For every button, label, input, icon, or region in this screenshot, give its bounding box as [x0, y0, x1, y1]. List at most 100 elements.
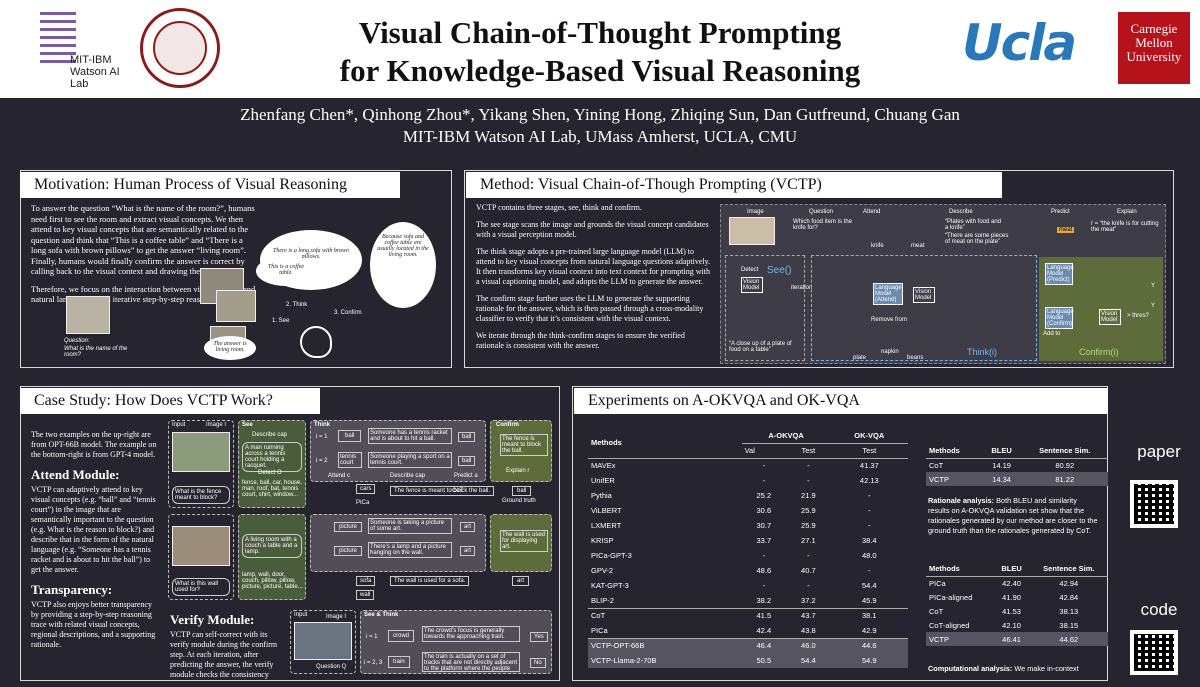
case-study-title: Case Study: How Does VCTP Work?	[20, 388, 320, 414]
alignment-table-cell: 44.62	[1029, 632, 1108, 646]
alignment-table-cell: PICa	[929, 578, 946, 588]
fig-explain-label: Explain	[1117, 209, 1137, 215]
ex2-objects: lamp, wall, door, couch, pillow, pillow,…	[242, 572, 303, 590]
fig-obj-plate: plate	[853, 355, 867, 361]
fig-iteration-label: iteration	[791, 285, 813, 291]
rationale-table-cell: CoT	[929, 460, 944, 470]
ex1-detect-o: Detect O	[258, 470, 282, 476]
results-table-cell: 38.2	[756, 595, 772, 605]
mit-ibm-logo-text: MIT-IBM Watson AI Lab	[70, 54, 120, 90]
paper-qr-code[interactable]	[1130, 480, 1178, 528]
motivation-text: To answer the question “What is the name…	[31, 203, 257, 312]
results-table-cell: 40.7	[801, 566, 816, 575]
experiments-title: Experiments on A-OKVQA and OK-VQA	[574, 388, 1108, 414]
code-label: code	[1140, 600, 1178, 619]
results-table-cell: UnifER	[591, 476, 615, 485]
results-table-cell: 54.9	[830, 653, 908, 668]
head-thinking-icon	[300, 326, 332, 358]
ex3-i1: i = 1	[366, 634, 378, 640]
ex2-attend-1: picture	[334, 522, 363, 532]
results-table-cell: 54.4	[786, 653, 831, 668]
ex1-tennis-image	[172, 432, 230, 472]
ex1-desc-2: Someone playing a sport on a tennis cour…	[368, 452, 452, 468]
example3-see-think	[360, 610, 552, 674]
results-table-cell: 37.2	[801, 595, 816, 605]
ex1-i1: i = 1	[316, 434, 328, 440]
motivation-figure: There is a long sofa with brown pillows.…	[60, 200, 440, 365]
method-paragraph-2: The see stage scans the image and ground…	[476, 220, 709, 239]
t1-col-methods: Methods	[591, 438, 622, 448]
ex1-input-label: Input	[172, 422, 186, 428]
results-table-cell: -	[807, 461, 810, 471]
ex3-image-label: Image I	[326, 614, 347, 620]
fig-predict-label: Predict	[1051, 209, 1070, 215]
results-table-cell: 25.9	[801, 506, 816, 515]
motivation-paragraph-2: Therefore, we focus on the interaction b…	[31, 283, 256, 305]
t1-group-okvqa: OK-VQA	[854, 430, 885, 440]
rationale-table-cell: VCTP	[926, 472, 982, 486]
example1-input	[168, 420, 234, 508]
results-table-cell: -	[868, 521, 871, 530]
example3-input	[290, 610, 356, 674]
t1-sub-test: Test	[801, 446, 816, 455]
example2-think	[310, 514, 486, 572]
results-table-cell: GPV-2	[591, 566, 614, 575]
alignment-table-cell: 42.84	[1059, 592, 1079, 602]
t2-col-methods: Methods	[929, 446, 960, 456]
rationale-analysis-text: Both BLEU and similarity results on A-OK…	[928, 496, 1098, 535]
ex3-question-label: Question Q	[316, 664, 347, 670]
fig-attend-label: Attend	[863, 209, 881, 215]
alignment-table-cell: 41.90	[1002, 592, 1021, 602]
code-qr-code[interactable]	[1130, 630, 1178, 675]
ex1-cot-pred: cars	[356, 484, 376, 494]
verify-module-heading: Verify Module:	[170, 612, 255, 627]
ex1-question: What is the fence meant to block?	[172, 486, 230, 504]
fig-predict-example: meat	[1057, 227, 1075, 233]
results-table-cell: -	[868, 491, 871, 500]
rationale-table-cell: 14.19	[992, 460, 1011, 470]
room-photo	[66, 296, 110, 334]
alignment-table-cell: CoT-aligned	[929, 620, 970, 630]
transparency-heading: Transparency:	[31, 582, 113, 597]
rationale-table-cell: 14.34	[981, 472, 1022, 486]
see-region	[725, 255, 805, 361]
results-table-cell: 48.0	[862, 551, 877, 560]
results-table-cell: 42.13	[859, 476, 879, 485]
ex2-pred-2: art	[460, 546, 476, 556]
case-study-text: The two examples on the up-right are fro…	[31, 430, 161, 657]
results-table-cell: 30.7	[756, 521, 772, 530]
method-paragraph-4: The confirm stage further uses the LLM t…	[476, 294, 704, 323]
fig-vision-model-2: Vision Model	[913, 287, 935, 303]
results-table-cell: -	[762, 581, 766, 590]
author-list: Zhenfang Chen*, Qinhong Zhou*, Yikang Sh…	[240, 105, 960, 124]
results-table-cell: 41.5	[741, 607, 787, 623]
ex2-pred-1: art	[460, 522, 476, 532]
ex1-explain: Explain r	[506, 468, 530, 474]
ex1-see-label: See	[242, 422, 253, 428]
fig-image-label: Image	[747, 209, 764, 215]
fig-question-text: Which food item is the knife for?	[793, 219, 853, 231]
ex1-gt: ball	[512, 486, 532, 496]
fig-question-label: Question	[809, 209, 834, 215]
mit-ibm-logo-bars	[40, 12, 76, 74]
verify-module-text: VCTP can self-correct with its verify mo…	[170, 630, 278, 679]
ex1-objects: fence, ball, car, house, man, roof, bat,…	[242, 480, 303, 498]
alignment-table-cell: 42.40	[1002, 578, 1021, 588]
results-table-row: PICa-GPT-3--48.0	[588, 548, 908, 563]
thought-bubble-table: This is a coffee table.	[256, 256, 316, 286]
results-table-cell: -	[762, 551, 766, 560]
fig-lm-predict: Language Model (Predict)	[1045, 263, 1074, 285]
ex1-pica-label: PICa	[356, 500, 370, 506]
ex3-desc-1: The crowd’s focus is generally towards t…	[422, 626, 520, 642]
ex1-pred-2: ball	[458, 456, 476, 466]
step-confirm: 3. Confirm	[334, 310, 362, 316]
t1-group-aokvqa: A-OKVQA	[768, 430, 804, 440]
verify-text-block: Verify Module: VCTP can self-correct wit…	[170, 612, 288, 687]
results-table-cell: 45.9	[862, 595, 877, 605]
ex1-confirm-text: The fence is meant to block the ball.	[500, 434, 548, 456]
